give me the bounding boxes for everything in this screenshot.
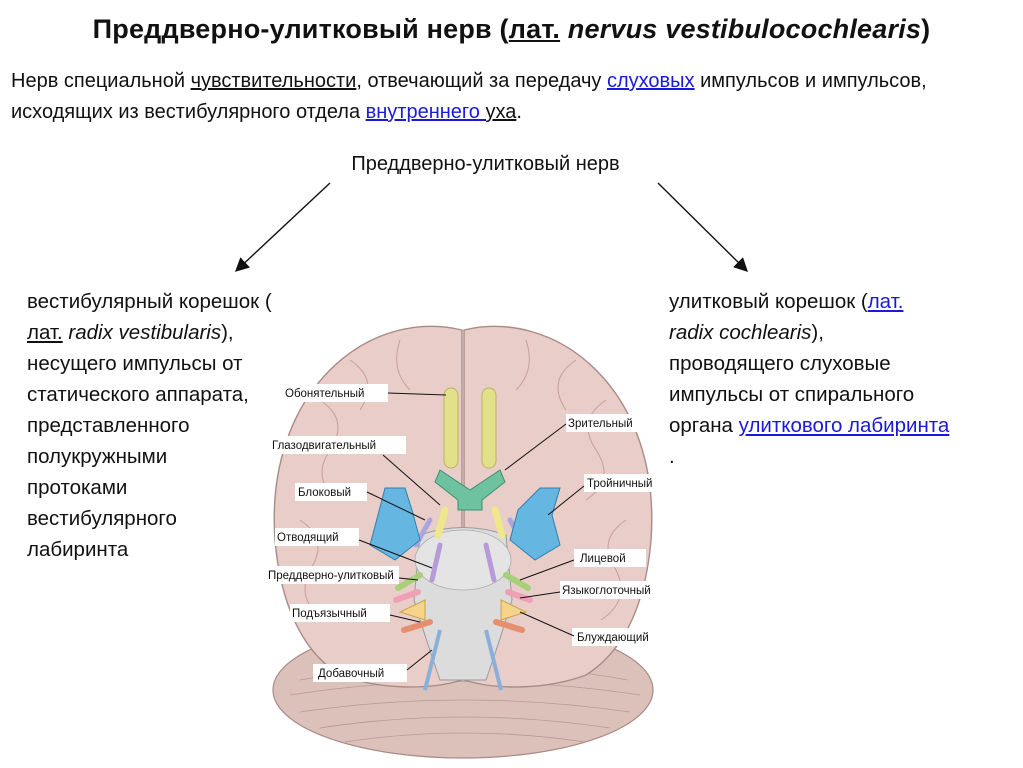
left-line-5: представленного [27,414,190,437]
right-line-2-tail: ), [811,321,824,344]
accessory-nerve [423,629,442,691]
intro-text-4: . [516,101,522,123]
label-trigeminal: Тройничный [587,478,652,490]
left-line-2: лат. radix vestibularis), [27,317,317,348]
olfactory-nerve [443,387,459,469]
arrow-right [657,182,748,272]
label-hypoglossal: Подъязычный [292,608,367,620]
left-line-2-tail: ), [221,321,234,344]
intro-text-3: импульсов и импульсов, исходящих из вест… [11,70,927,123]
right-line-6: . [669,445,675,468]
optic-nerve [434,469,506,511]
link-ear[interactable]: уха [485,101,517,123]
oculomotor-nerve [434,506,449,539]
right-latin-name: radix cochlearis [669,321,812,344]
vagus-nerve [398,599,426,621]
link-inner[interactable]: внутреннего [365,101,486,123]
left-line-7: протоками [27,476,128,499]
cochlear-root-text: улитковый корешок (лат. radix cochlearis… [669,286,1009,472]
nerve-labels: Обонятельный Глазодвигательный Блоковый … [266,384,672,682]
left-latin-name: radix vestibularis [62,321,222,344]
right-line-3: проводящего слуховые [669,352,891,375]
label-abducens: Отводящий [277,532,339,544]
link-auditory[interactable]: слуховых [606,70,695,92]
arrow-left [234,182,331,272]
diagram-center-label: Преддверно-улитковый нерв [351,153,620,175]
intro-paragraph: Нерв специальной чувствительности, отвеч… [11,66,1011,128]
right-line-5-text: органа [669,414,739,437]
label-olfactory: Обонятельный [285,388,364,400]
hypoglossal-nerve [401,619,433,633]
right-line-5: органа улиткового лабиринта [669,410,1009,441]
abducens-nerve [429,542,443,583]
intro-text-2: , отвечающий за передачу [356,70,607,92]
left-line-9: лабиринта [27,538,129,561]
left-line-6: полукружными [27,445,168,468]
right-line-1: улитковый корешок (лат. [669,286,1009,317]
page-title: Преддверно-улитковый нерв (лат. nervus v… [0,14,1023,45]
label-trochlear: Блоковый [298,487,351,499]
vestibular-root-text: вестибулярный корешок ( лат. radix vesti… [27,286,317,565]
title-text: Преддверно-улитковый нерв ( [92,14,509,44]
trigeminal-nerve-left [369,487,421,561]
left-line-4: статического аппарата, [27,383,249,406]
label-vestibulocochlear: Преддверно-улитковый [268,570,394,582]
title-close: ) [921,14,931,44]
label-vagus: Блуждающий [577,632,649,644]
glossopharyngeal-nerve [393,589,421,603]
label-accessory: Добавочный [318,668,384,680]
right-line-4: импульсы от спирального [669,383,915,406]
label-facial: Лицевой [580,553,626,565]
title-latin-name: nervus vestibulocochlearis [560,14,922,44]
facial-nerve [395,572,423,591]
title-lat-abbrev[interactable]: лат. [508,14,561,44]
label-glossopharyngeal: Языкоглоточный [562,585,651,597]
right-line-1-text: улитковый корешок ( [669,290,868,313]
right-line-2: radix cochlearis), [669,317,1009,348]
link-cochlear-labyrinth[interactable]: улиткового лабиринта [738,414,950,437]
label-oculomotor: Глазодвигательный [272,440,376,452]
trigeminal-nerve-right [509,487,561,561]
left-lat-abbrev[interactable]: лат. [27,321,63,344]
label-optic: Зрительный [568,418,633,430]
left-line-3: несущего импульсы от [27,352,243,375]
intro-text-1: Нерв специальной [11,70,191,92]
right-lat-link[interactable]: лат. [867,290,904,313]
left-line-8: вестибулярного [27,507,177,530]
link-sensitivity[interactable]: чувствительности [190,70,357,92]
left-line-1: вестибулярный корешок ( [27,290,272,313]
